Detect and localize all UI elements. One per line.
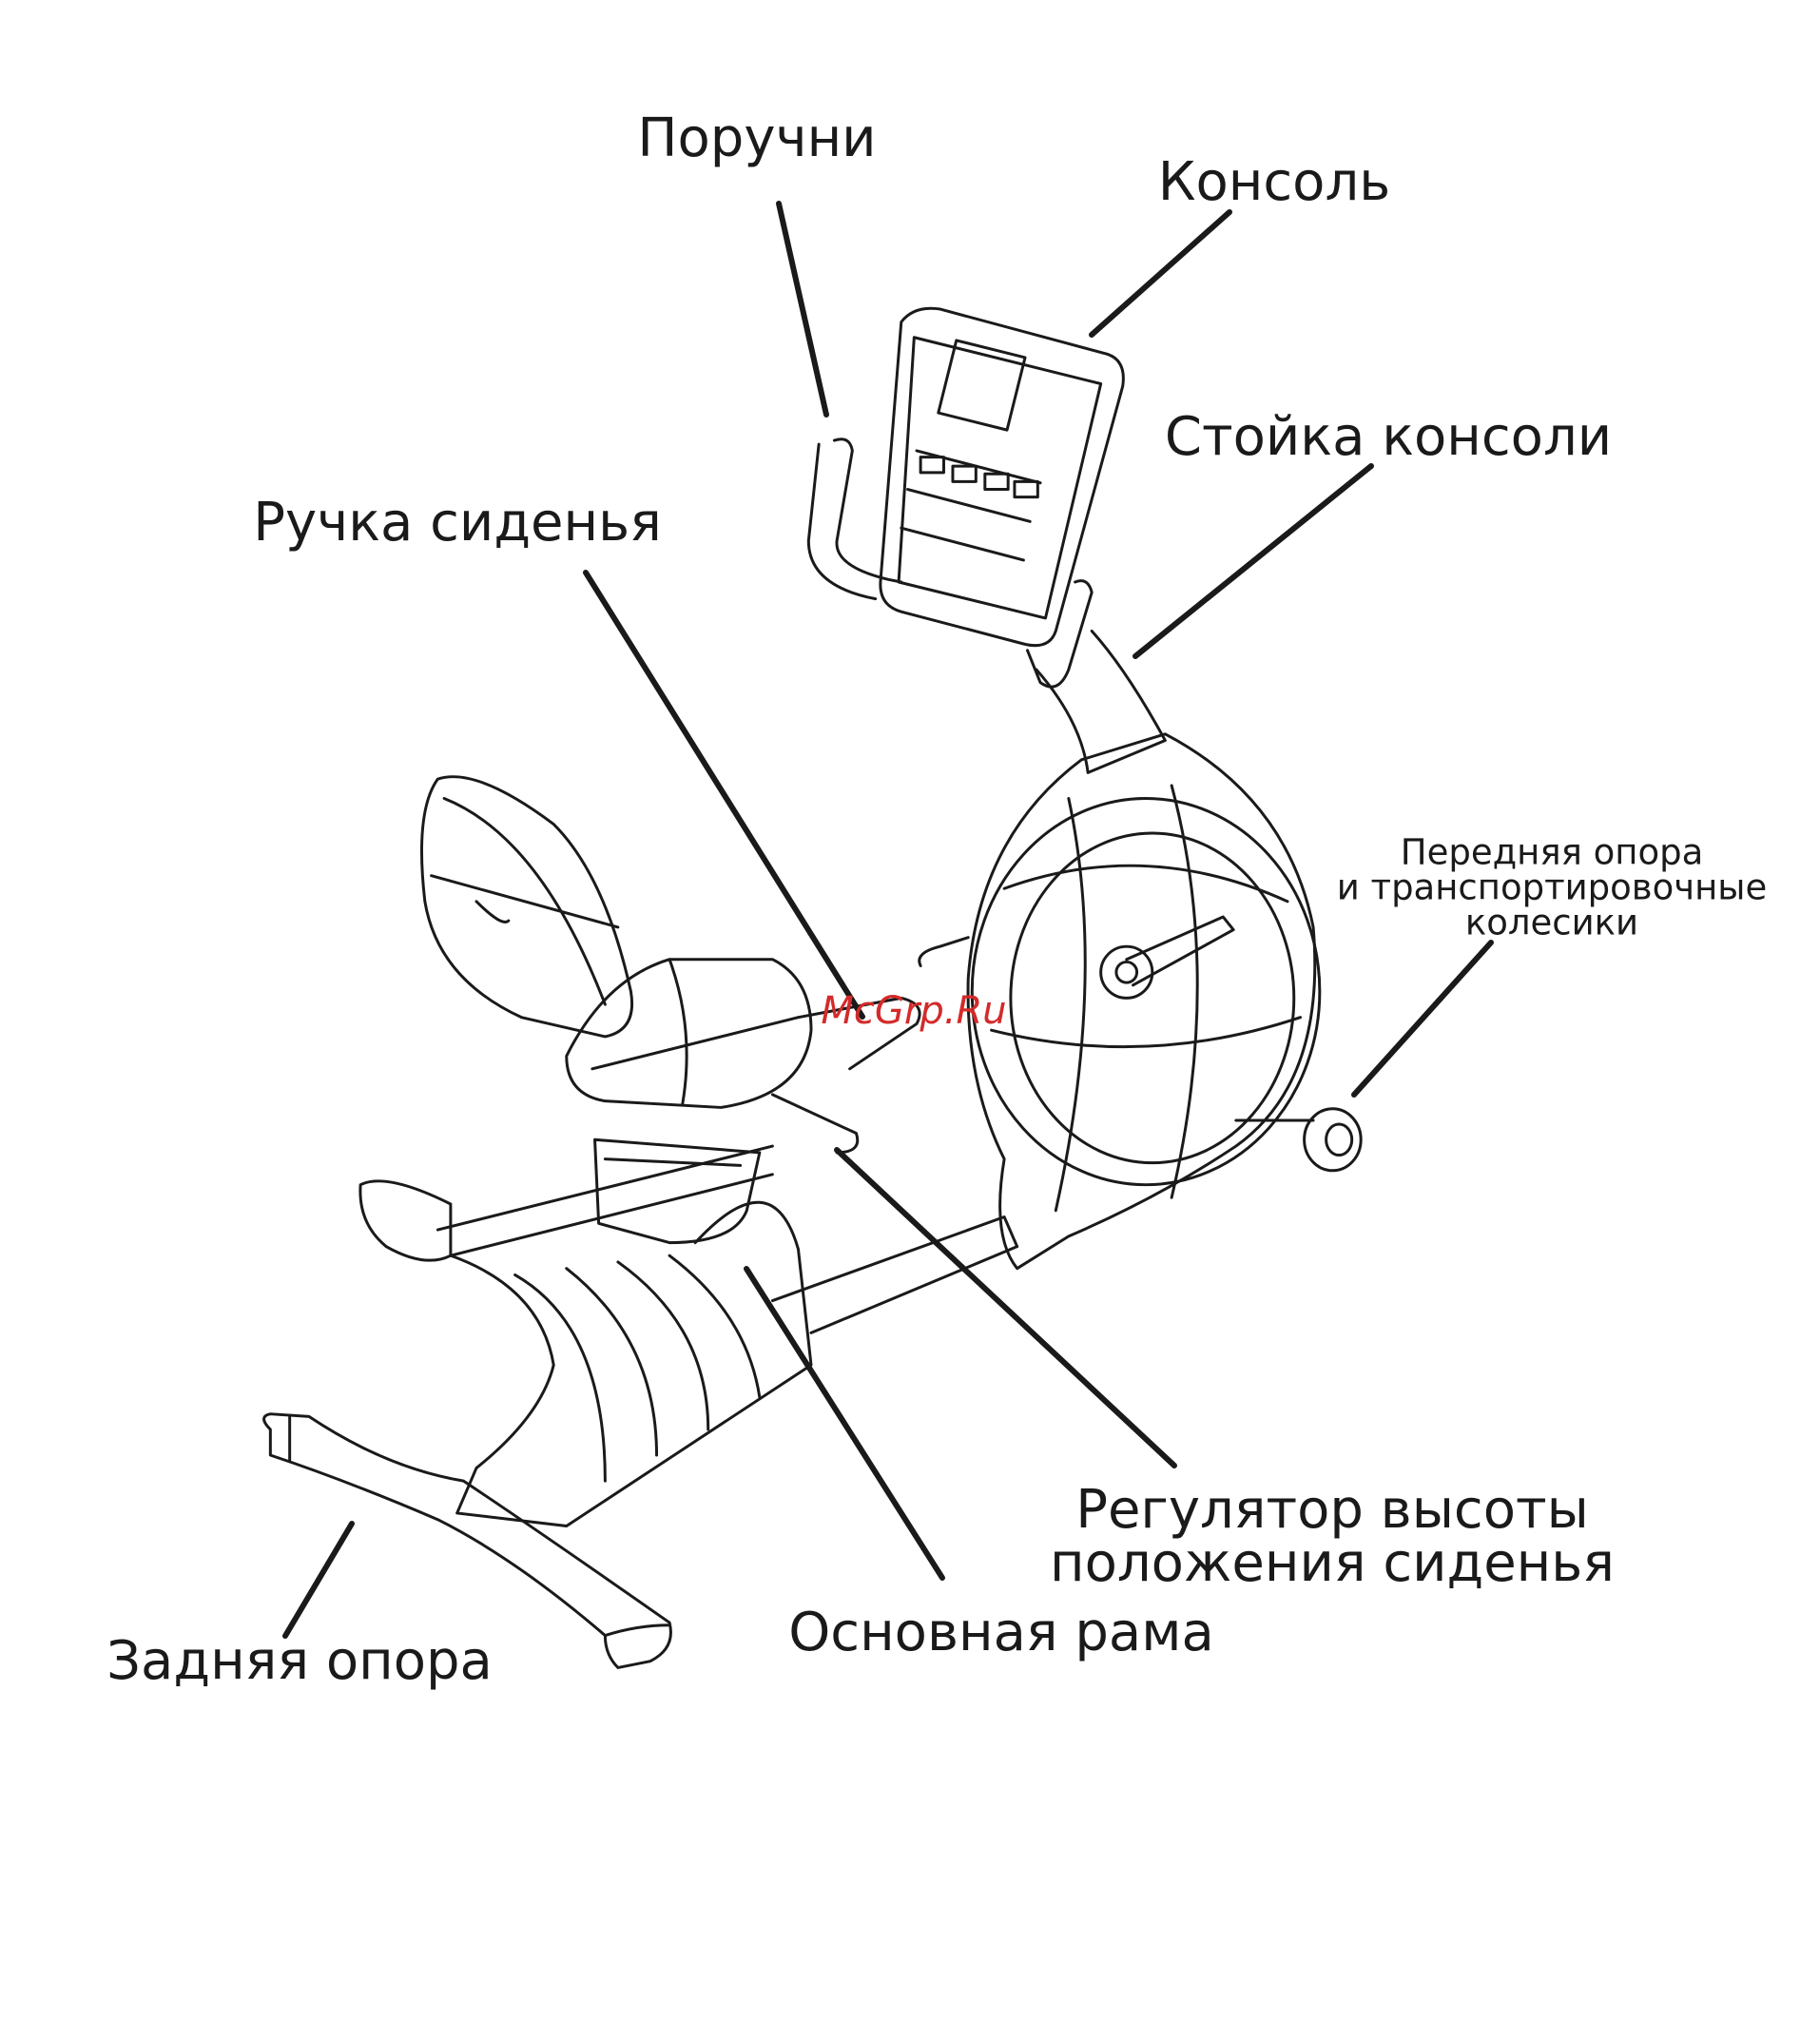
- console-drawing: [879, 306, 1125, 648]
- flywheel-housing: [966, 732, 1322, 1271]
- leader-seat-adjuster: [834, 1147, 1177, 1468]
- seat-handle-bar: [770, 996, 921, 1155]
- leader-console: [1089, 209, 1232, 338]
- watermark: McGrp.Ru: [821, 989, 1007, 1033]
- leader-handrails: [776, 201, 829, 418]
- label-console-mast: Стойка консоли: [1164, 406, 1613, 468]
- label-seat-adjuster: Регулятор высоты положения сиденья: [1050, 1484, 1615, 1590]
- main-frame-tube: [436, 1144, 1019, 1334]
- leader-front-support: [1351, 940, 1494, 1098]
- pedal: [918, 936, 970, 967]
- label-line: колесики: [1464, 902, 1639, 943]
- label-rear-support: Задняя опора: [106, 1630, 493, 1692]
- rear-stabilizer: [262, 1412, 672, 1669]
- seat-cushion: [565, 958, 813, 1109]
- seat-back: [420, 775, 633, 1039]
- label-line: Регулятор высоты: [1075, 1479, 1589, 1541]
- handrail-right: [1026, 579, 1094, 689]
- label-front-support: Передняя опора и транспортировочные коле…: [1337, 835, 1768, 941]
- label-line: положения сиденья: [1050, 1532, 1615, 1594]
- handrail-left: [806, 437, 903, 601]
- label-seat-handle: Ручка сиденья: [253, 492, 662, 554]
- label-main-frame: Основная рама: [788, 1602, 1214, 1663]
- leader-console-mast: [1133, 463, 1374, 659]
- console-mast: [1035, 629, 1167, 774]
- label-line: и транспортировочные: [1336, 866, 1768, 908]
- label-handrails: Поручни: [637, 107, 877, 169]
- leader-seat-handle: [583, 570, 865, 1020]
- label-console: Консоль: [1157, 151, 1391, 213]
- label-line: Передняя опора: [1400, 831, 1704, 873]
- leader-lines: [282, 201, 1494, 1639]
- main-frame: [358, 1179, 813, 1527]
- seat-carriage: [593, 1137, 762, 1245]
- leader-main-frame: [744, 1266, 945, 1581]
- leader-rear-support: [282, 1521, 355, 1639]
- front-wheel: [1234, 1107, 1363, 1173]
